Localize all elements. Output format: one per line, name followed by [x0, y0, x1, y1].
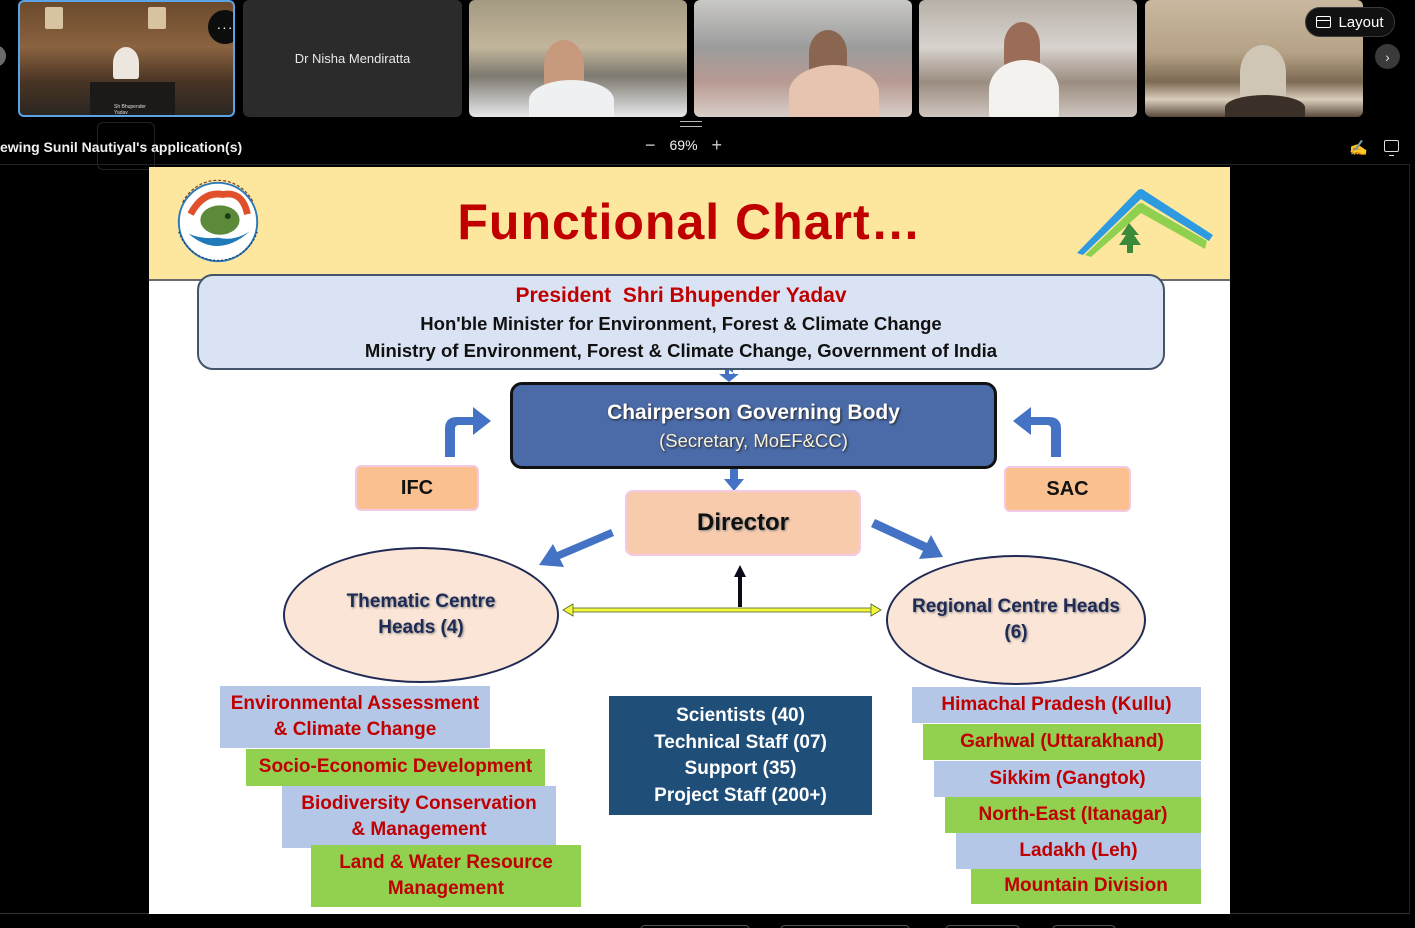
regional-centre-label: North-East (Itanagar): [978, 804, 1168, 825]
zoom-out-button[interactable]: −: [645, 135, 656, 155]
thematic-centre-item: Environmental Assessment & Climate Chang…: [220, 686, 490, 748]
portrait-frame: [45, 7, 63, 29]
president-title: Hon'ble Minister for Environment, Forest…: [420, 313, 942, 334]
strip-next-button[interactable]: ›: [1375, 44, 1400, 69]
thematic-centre-item: Land & Water Resource Management: [311, 845, 581, 907]
thematic-centre-item: Socio-Economic Development: [246, 749, 545, 786]
director-box: Director: [625, 490, 861, 556]
staff-item: Technical Staff (07): [654, 731, 827, 753]
mountain-tree-logo-icon: [1077, 189, 1213, 257]
participant-tile-3[interactable]: [469, 0, 687, 117]
regional-centre-label: Mountain Division: [1004, 875, 1168, 896]
arrow-sac-to-chair: [1013, 407, 1061, 457]
more-options-button[interactable]: ···: [208, 10, 233, 44]
thematic-centre-label: Biodiversity Conservation: [301, 793, 537, 814]
bottom-toolbar: [0, 914, 1415, 928]
arrow-up-to-director: [734, 565, 746, 607]
staff-summary-box: Scientists (40) Technical Staff (07) Sup…: [609, 696, 872, 815]
double-arrow-between-heads: [562, 603, 882, 617]
participant-figure: [113, 47, 139, 79]
layout-icon: [1316, 16, 1332, 28]
regional-line-1: Regional Centre Heads: [912, 596, 1120, 617]
regional-centre-heads-node: Regional Centre Heads (6): [886, 555, 1146, 685]
chairperson-subtitle: (Secretary, MoEF&CC): [659, 430, 848, 451]
moef-logo-icon: [177, 179, 259, 263]
thematic-line-2: Heads (4): [378, 617, 464, 638]
thematic-centre-label: Management: [387, 878, 505, 899]
hidden-control: [97, 122, 155, 170]
participant-figure: [529, 80, 614, 117]
thematic-centre-label: Environmental Assessment: [230, 693, 480, 714]
annotate-icon[interactable]: ✍: [1349, 140, 1368, 157]
pop-out-screen-icon[interactable]: [1384, 140, 1399, 156]
zoom-control: − 69% +: [645, 136, 722, 154]
layout-button-label: Layout: [1338, 13, 1384, 31]
participant-tile-5[interactable]: [919, 0, 1137, 117]
name-caption: Sh Bhupender Yadav: [114, 104, 146, 116]
strip-previous-button[interactable]: [0, 45, 6, 67]
ministry-name: Ministry of Environment, Forest & Climat…: [364, 340, 998, 361]
participant-tile-4[interactable]: [694, 0, 912, 117]
arrow-director-to-regional: [871, 519, 943, 559]
president-box: President Shri Bhupender Yadav Hon'ble M…: [197, 274, 1165, 370]
thematic-centre-label: & Climate Change: [273, 719, 437, 740]
regional-centre-item: Sikkim (Gangtok): [934, 761, 1201, 797]
thematic-centre-label: & Management: [351, 819, 487, 840]
regional-line-2: (6): [1004, 622, 1028, 643]
participant-name: Dr Nisha Mendiratta: [294, 51, 411, 66]
arrow-director-to-thematic: [539, 529, 614, 567]
regional-centre-label: Garhwal (Uttarakhand): [960, 731, 1164, 752]
participant-figure: [1240, 45, 1286, 100]
thematic-centre-label: Socio-Economic Development: [258, 756, 533, 777]
participant-tile-1[interactable]: Sh Bhupender Yadav ···: [18, 0, 235, 117]
regional-centre-item: North-East (Itanagar): [945, 797, 1201, 833]
thematic-centre-label: Land & Water Resource: [339, 852, 553, 873]
table: [90, 82, 175, 115]
layout-button[interactable]: Layout: [1305, 7, 1395, 37]
sharing-label: ewing Sunil Nautiyal's application(s): [0, 139, 243, 155]
ifc-box: IFC: [355, 465, 479, 511]
chairperson-title: Chairperson Governing Body: [607, 401, 900, 424]
slide-header: Functional Chart…: [149, 167, 1230, 281]
zoom-level: 69%: [669, 137, 698, 153]
regional-centre-label: Himachal Pradesh (Kullu): [941, 694, 1172, 715]
participant-tile-2[interactable]: Dr Nisha Mendiratta: [243, 0, 462, 117]
shared-slide: Functional Chart… President Shri Bhupend…: [149, 167, 1230, 914]
arrow-down-chair-director: [724, 469, 744, 491]
thematic-line-1: Thematic Centre: [346, 591, 496, 612]
president-name: President Shri Bhupender Yadav: [515, 284, 847, 307]
sac-box: SAC: [1004, 466, 1131, 512]
chairperson-box: Chairperson Governing Body (Secretary, M…: [510, 382, 997, 469]
staff-item: Support (35): [684, 758, 797, 779]
resize-handle[interactable]: [680, 121, 702, 127]
arrow-ifc-to-chair: [445, 407, 491, 457]
participant-figure: [1004, 22, 1040, 67]
participant-figure: [789, 65, 879, 117]
arrow-down-president-chair: [719, 370, 739, 382]
regional-centre-item: Ladakh (Leh): [956, 833, 1201, 869]
chevron-right-icon: ›: [1385, 48, 1390, 65]
slide-title: Functional Chart…: [457, 194, 922, 250]
regional-centre-item: Himachal Pradesh (Kullu): [912, 687, 1201, 723]
thematic-centre-heads-node: Thematic Centre Heads (4): [283, 547, 559, 683]
regional-centre-label: Sikkim (Gangtok): [989, 768, 1146, 789]
regional-centre-label: Ladakh (Leh): [1019, 840, 1138, 861]
staff-item: Scientists (40): [676, 705, 805, 726]
participant-figure: [1225, 95, 1305, 117]
portrait-frame: [148, 7, 166, 29]
thematic-centre-item: Biodiversity Conservation & Management: [282, 786, 556, 848]
regional-centre-item: Garhwal (Uttarakhand): [923, 724, 1201, 760]
zoom-in-button[interactable]: +: [711, 135, 723, 155]
regional-centre-item: Mountain Division: [971, 869, 1201, 904]
staff-item: Project Staff (200+): [654, 784, 827, 806]
participant-figure: [989, 60, 1059, 117]
